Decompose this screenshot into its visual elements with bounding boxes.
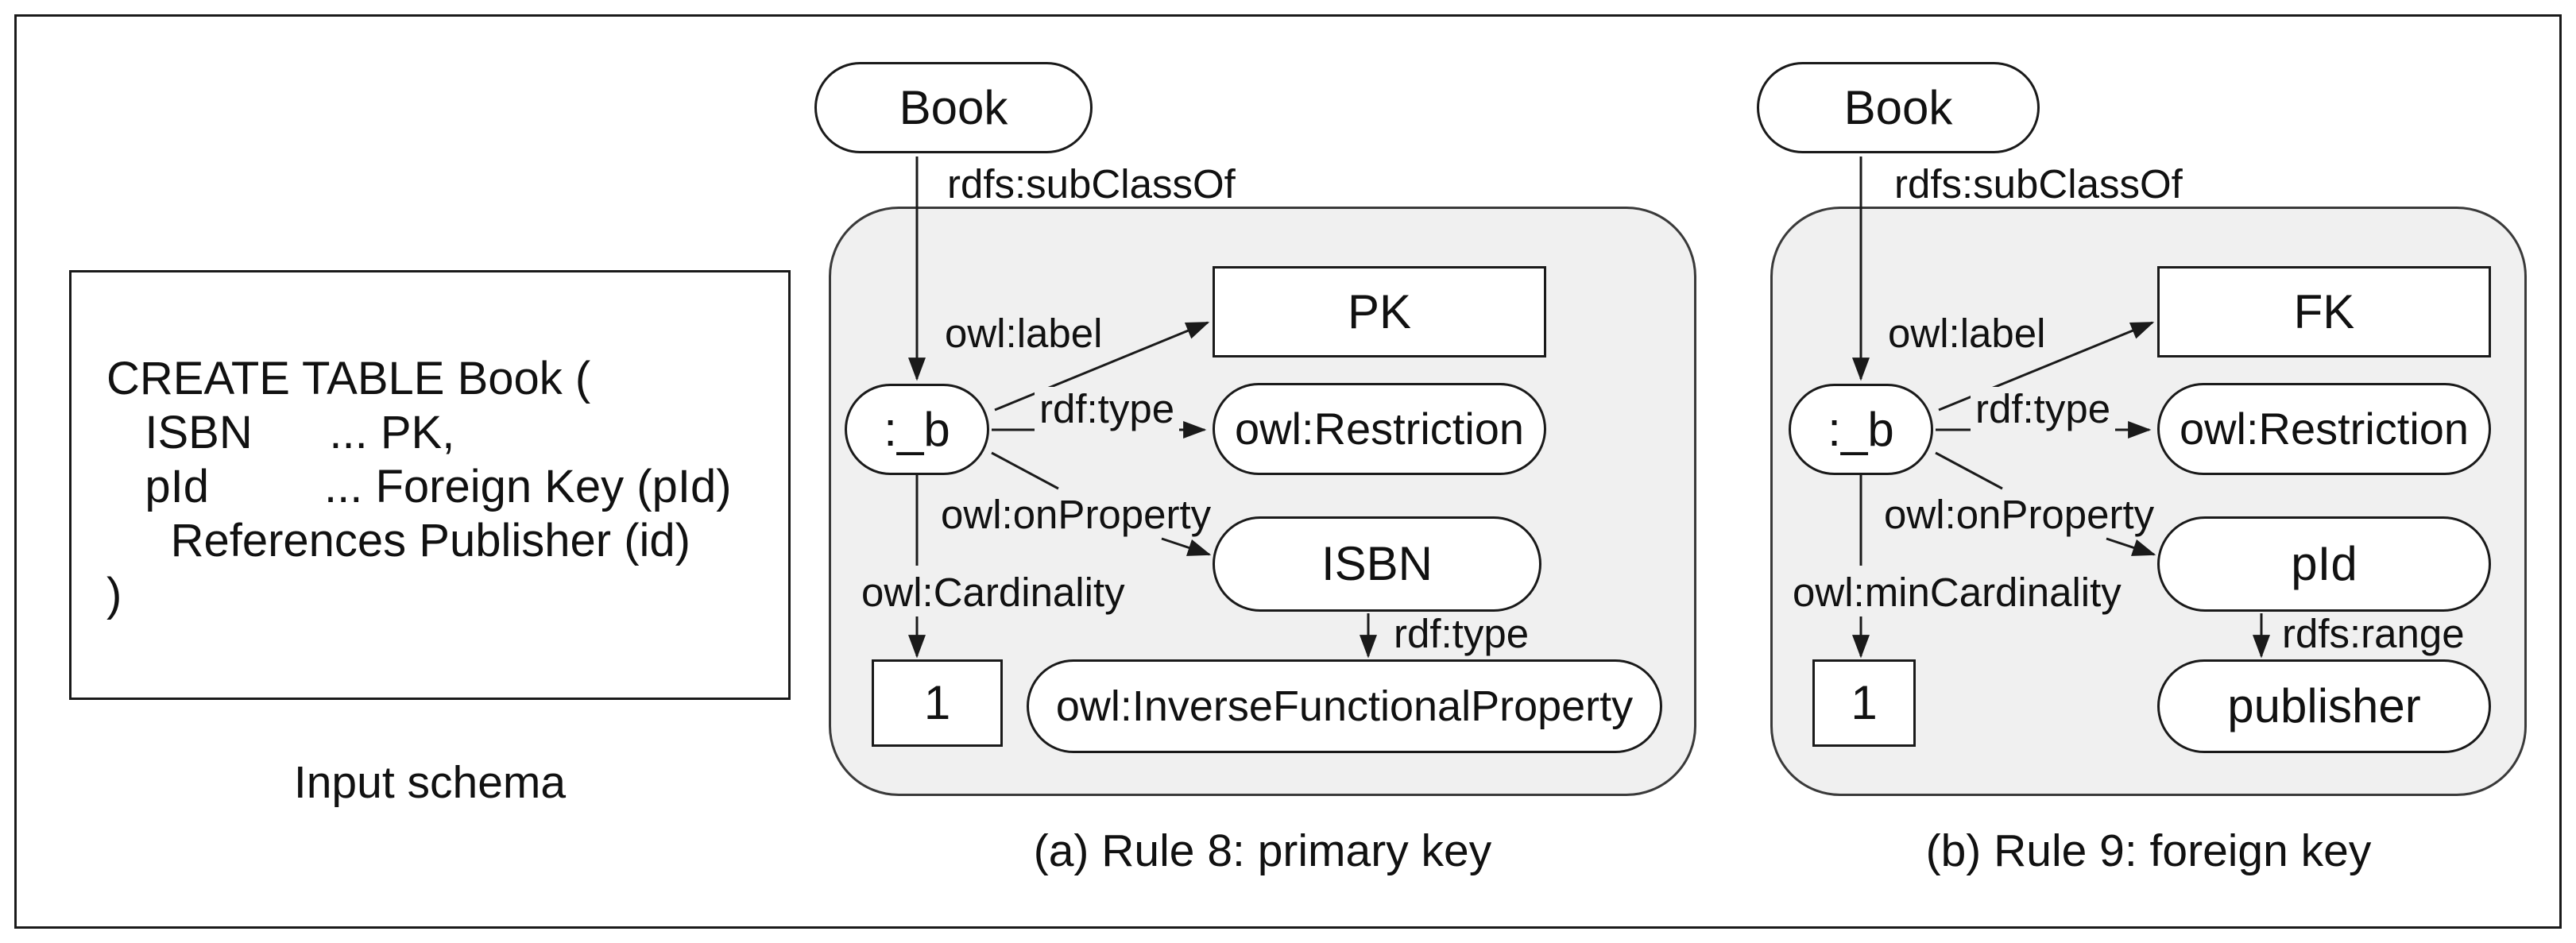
- rule9-edge-label-mincardinality: owl:minCardinality: [1788, 570, 2126, 616]
- input-schema-box: CREATE TABLE Book ( ISBN ... PK, pId ...…: [69, 270, 791, 700]
- rule8-node-book: Book: [814, 62, 1093, 153]
- rule9-edge-label-onproperty: owl:onProperty: [1879, 492, 2160, 538]
- edge-rule9-onproperty-seg1: [1935, 451, 2003, 490]
- rule9-caption: (b) Rule 9: foreign key: [1925, 825, 2372, 876]
- rule9-edge-label-subclassof: rdfs:subClassOf: [1894, 161, 2183, 207]
- figure-border: [14, 14, 2562, 929]
- rule8-node-inversefunctional: owl:InverseFunctionalProperty: [1027, 659, 1662, 753]
- rule8-edge-label-subclassof: rdfs:subClassOf: [947, 161, 1236, 207]
- rule8-edge-label-onproperty: owl:onProperty: [936, 492, 1216, 538]
- rule8-node-pk: PK: [1213, 266, 1546, 357]
- rule9-node-blank: :_b: [1789, 384, 1933, 475]
- edge-rule8-onproperty-seg2: [1161, 537, 1212, 556]
- rule8-node-blank: :_b: [845, 384, 989, 475]
- rule8-edge-label-owllabel: owl:label: [940, 311, 1108, 357]
- rule9-edge-label-rdfsrange: rdfs:range: [2277, 611, 2470, 657]
- rule9-node-restriction: owl:Restriction: [2157, 383, 2491, 475]
- rule9-edge-label-rdftype: rdf:type: [1971, 386, 2116, 432]
- input-schema-caption: Input schema: [293, 757, 567, 808]
- rule8-caption: (a) Rule 8: primary key: [1033, 825, 1492, 876]
- rule9-edge-label-owllabel: owl:label: [1883, 311, 2051, 357]
- rule9-node-book: Book: [1757, 62, 2040, 153]
- rule9-node-cardinality-value: 1: [1812, 659, 1916, 747]
- edge-rule8-onproperty-seg1: [991, 451, 1059, 490]
- rule9-node-publisher: publisher: [2157, 659, 2491, 753]
- rule8-edge-label-rdftype: rdf:type: [1035, 386, 1180, 432]
- rule8-node-cardinality-value: 1: [872, 659, 1003, 747]
- rule8-node-restriction: owl:Restriction: [1213, 383, 1546, 475]
- edge-rule8-owllabel: [994, 321, 1210, 412]
- sql-code: CREATE TABLE Book ( ISBN ... PK, pId ...…: [106, 353, 732, 620]
- rule8-edge-label-cardinality: owl:Cardinality: [857, 570, 1130, 616]
- rule8-node-isbn: ISBN: [1213, 516, 1541, 612]
- rule8-edge-label-rdftype2: rdf:type: [1389, 611, 1534, 657]
- rule9-node-fk: FK: [2157, 266, 2491, 357]
- rule9-node-pid: pId: [2157, 516, 2491, 612]
- edge-rule9-onproperty-seg2: [2106, 537, 2156, 556]
